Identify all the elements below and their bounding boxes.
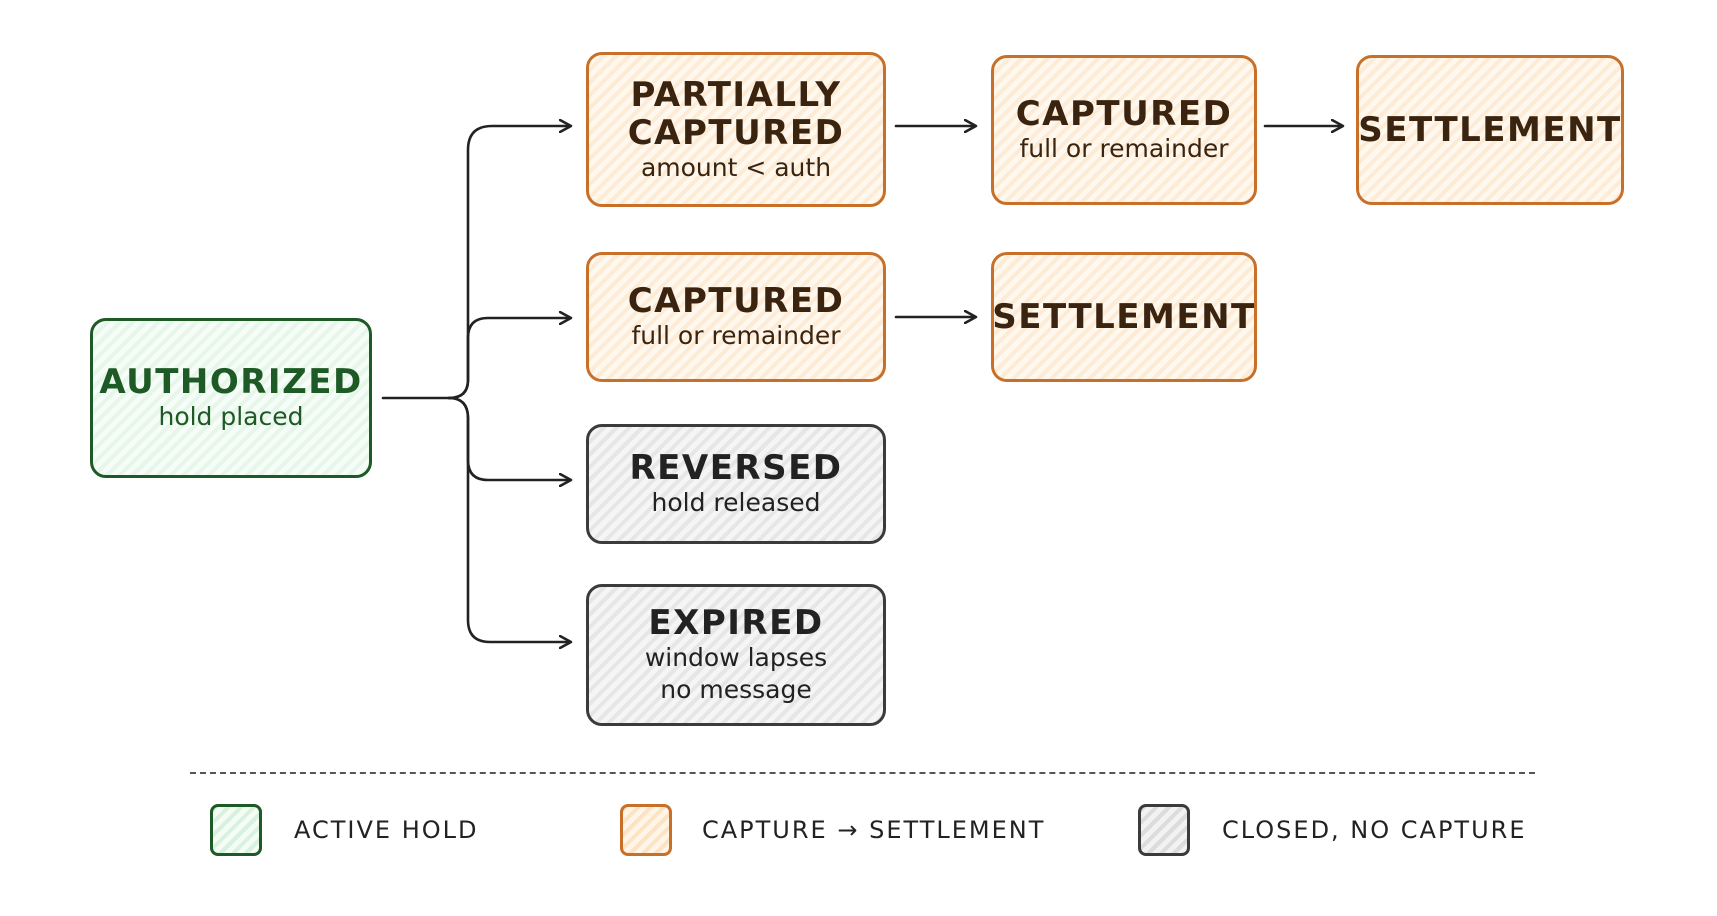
node-title-line2: CAPTURED	[627, 112, 845, 153]
node-reversed: REVERSED hold released	[586, 424, 886, 544]
node-captured-mid: CAPTURED full or remainder	[586, 252, 886, 382]
node-authorized: AUTHORIZED hold placed	[90, 318, 372, 478]
legend-swatch-green	[210, 804, 262, 856]
node-settlement-top: SETTLEMENT	[1356, 55, 1624, 205]
legend-swatch-gray	[1138, 804, 1190, 856]
node-subtitle: hold released	[651, 488, 821, 517]
branch-line	[447, 396, 570, 642]
node-subtitle: hold placed	[158, 402, 304, 431]
node-partially-captured: PARTIALLY CAPTURED amount < auth	[586, 52, 886, 207]
node-subtitle-line1: window lapses	[644, 643, 828, 672]
legend-label-capture-settlement: CAPTURE → SETTLEMENT	[702, 816, 1046, 844]
legend-swatch-orange	[620, 804, 672, 856]
node-title-line1: PARTIALLY	[630, 74, 842, 115]
node-expired: EXPIRED window lapses no message	[586, 584, 886, 726]
node-title: REVERSED	[629, 448, 843, 488]
node-title: EXPIRED	[648, 603, 824, 643]
legend-label-active-hold: ACTIVE HOLD	[294, 816, 479, 844]
node-subtitle: full or remainder	[1019, 134, 1229, 163]
node-title: CAPTURED	[627, 281, 845, 321]
legend-divider	[190, 772, 1535, 774]
node-title: CAPTURED	[1015, 94, 1233, 134]
branch-line	[447, 318, 570, 400]
node-title: AUTHORIZED	[99, 362, 363, 402]
node-title: SETTLEMENT	[1358, 110, 1622, 150]
node-settlement-mid: SETTLEMENT	[991, 252, 1257, 382]
node-title: SETTLEMENT	[992, 297, 1256, 337]
node-subtitle-line2: no message	[660, 675, 812, 704]
node-captured-top: CAPTURED full or remainder	[991, 55, 1257, 205]
legend-label-closed-no-capture: CLOSED, NO CAPTURE	[1222, 816, 1527, 844]
node-subtitle: full or remainder	[631, 321, 841, 350]
node-subtitle: amount < auth	[640, 152, 832, 182]
